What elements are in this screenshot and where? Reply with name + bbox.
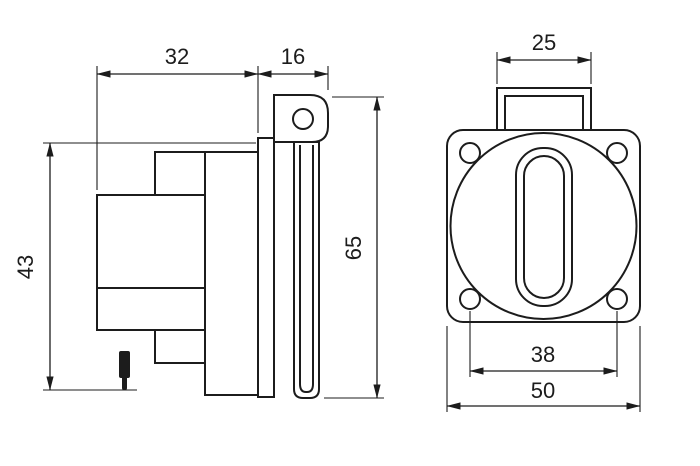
socket-body-profile xyxy=(96,151,259,396)
lid-strip-outer xyxy=(293,141,320,399)
terminal-pin xyxy=(119,351,130,390)
mounting-hole-top-left xyxy=(459,142,481,164)
dim-plate-width-label: 50 xyxy=(531,378,555,403)
pin-body xyxy=(119,351,130,378)
lid-handle xyxy=(515,147,573,307)
mounting-hole-top-right xyxy=(606,142,628,164)
dimension-hinge-width: 25 xyxy=(496,30,592,84)
body-middle-slab xyxy=(204,151,259,396)
mounting-hole-bottom-right xyxy=(606,288,628,310)
dim-hinge-width-label: 25 xyxy=(532,30,556,55)
dimension-cover-depth: 16 xyxy=(257,44,329,90)
dim-cover-depth-label: 16 xyxy=(281,44,305,69)
hinge-bracket-outer xyxy=(496,87,592,134)
flange-plate-side xyxy=(257,137,275,398)
dim-body-depth-label: 32 xyxy=(165,44,189,69)
hinge-pin-circle xyxy=(292,108,314,130)
dimension-overall-height: 65 xyxy=(324,96,384,399)
side-view: 32 16 43 65 xyxy=(13,44,384,399)
lid-handle-outer xyxy=(515,147,573,307)
body-bottom-step xyxy=(154,329,206,364)
lid-handle-inner xyxy=(523,155,565,299)
mounting-holes xyxy=(459,142,628,310)
pin-tip xyxy=(122,376,127,390)
body-main-block xyxy=(96,194,206,331)
dim-body-height-label: 43 xyxy=(13,255,38,279)
dimension-plate-width: 50 xyxy=(446,326,641,412)
dimension-body-height: 43 xyxy=(13,142,256,391)
lid-strip-inner xyxy=(299,145,314,393)
hinge-bracket-inner xyxy=(504,95,584,134)
dim-overall-height-label: 65 xyxy=(341,236,366,260)
dim-hole-spacing-label: 38 xyxy=(531,342,555,367)
body-top-step xyxy=(154,151,206,196)
mounting-hole-bottom-left xyxy=(459,288,481,310)
hinge-bracket xyxy=(496,87,592,134)
lid-side-profile xyxy=(273,94,329,399)
dimension-hole-spacing: 38 xyxy=(469,311,618,377)
front-view: 25 38 50 xyxy=(446,30,641,412)
